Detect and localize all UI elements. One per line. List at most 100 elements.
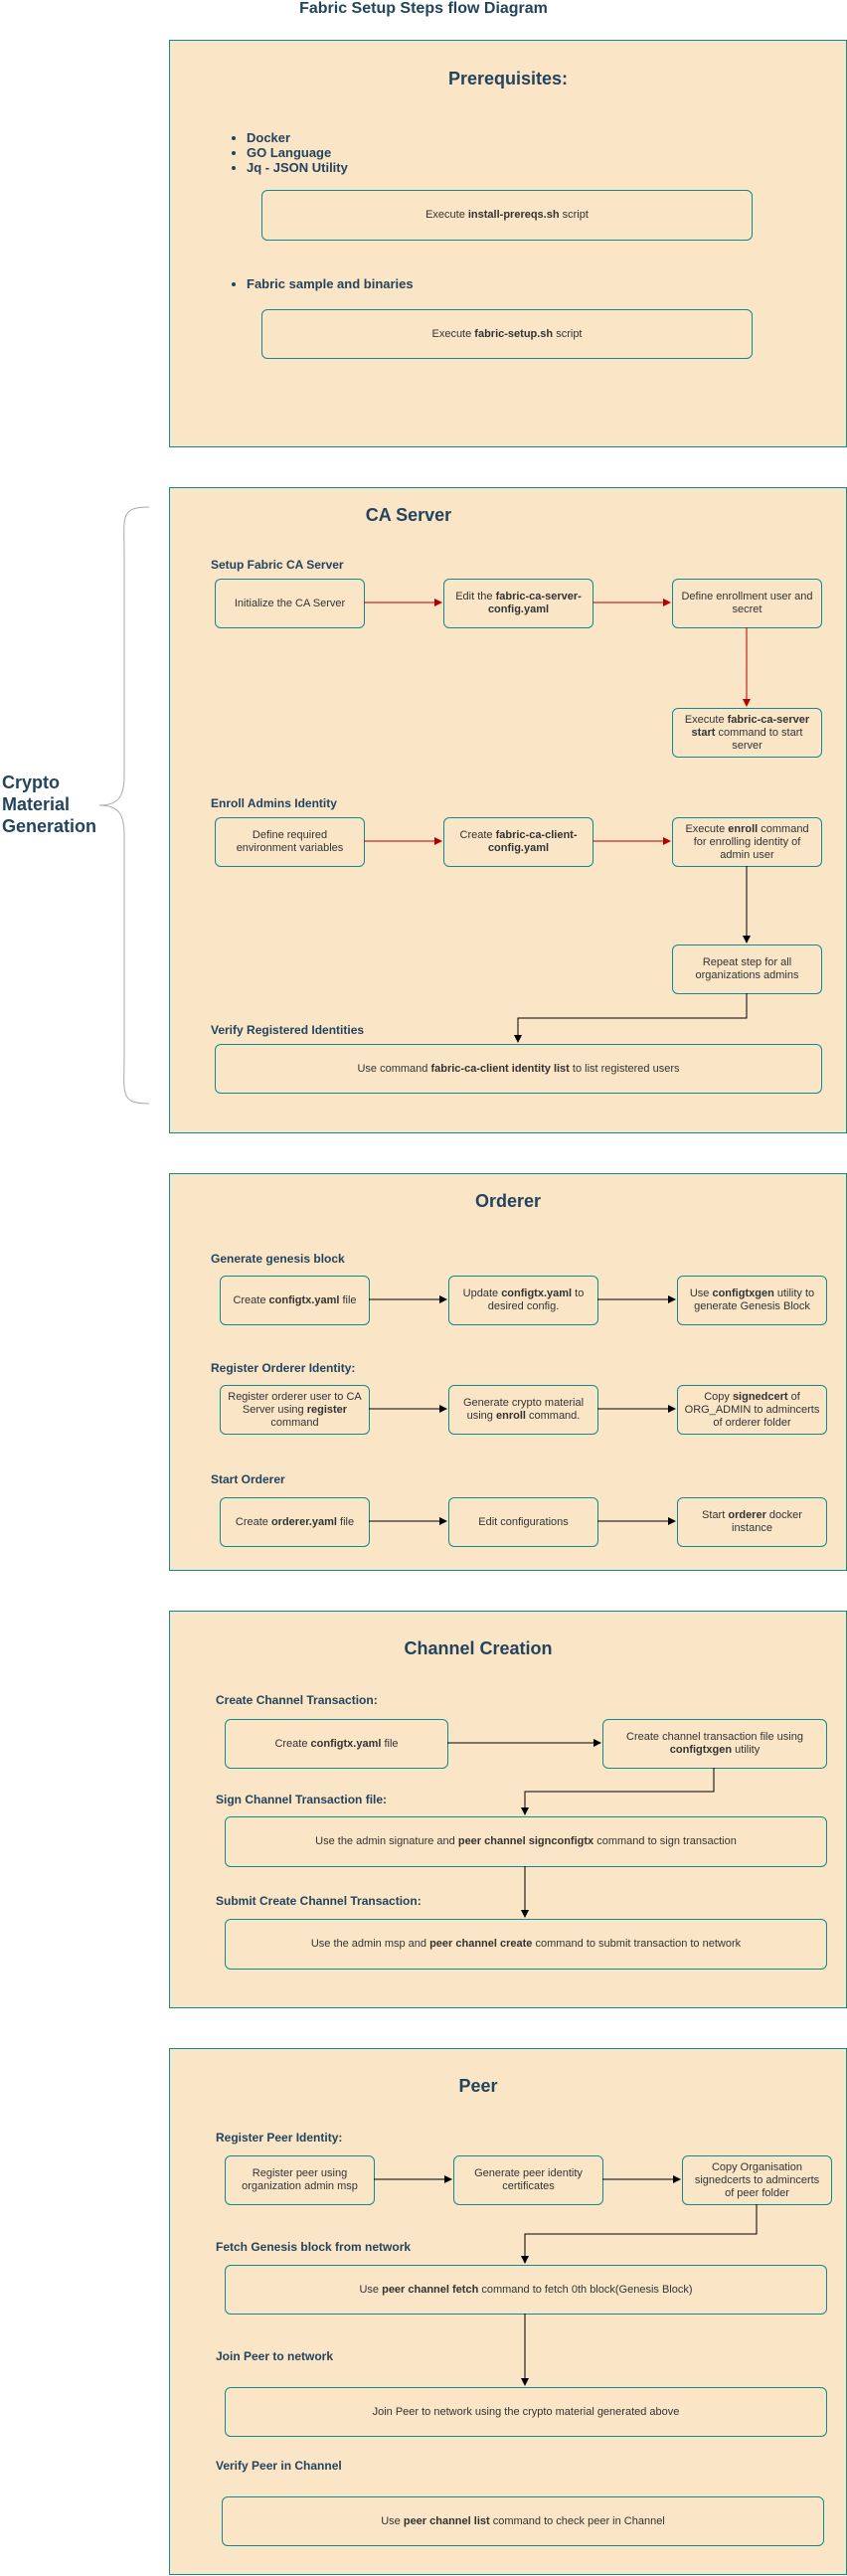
channel-creation-panel: Channel Creation Create Channel Transact…: [169, 1611, 847, 2008]
execute-fabric-setup-box: Execute fabric-setup.sh script: [261, 309, 753, 359]
text: Join Peer to network using the crypto ma…: [372, 2405, 680, 2418]
crypto-brace: [98, 506, 150, 1105]
orderer-title: Orderer: [474, 1191, 542, 1211]
text: Execute: [431, 327, 475, 340]
sign-channel-tx-box: Use the admin signature and peer channel…: [225, 1816, 827, 1867]
text: utility: [732, 1744, 761, 1756]
text: file: [381, 1737, 399, 1750]
text-bold: fabric-ca-client-config.yaml: [487, 829, 578, 854]
peer-panel: Peer Register Peer Identity: Register pe…: [169, 2048, 847, 2575]
update-configtx-box: Update configtx.yaml to desired config.: [448, 1276, 598, 1325]
text-bold: register: [306, 1403, 348, 1416]
text: Create channel transaction file using: [626, 1731, 803, 1743]
text: script: [559, 209, 589, 221]
setup-fabric-ca-label: Setup Fabric CA Server: [211, 558, 344, 572]
text: file: [337, 1515, 355, 1528]
generate-crypto-material-box: Generate crypto material using enroll co…: [448, 1385, 598, 1435]
prerequisites-panel: Prerequisites: Docker GO Language Jq - J…: [169, 40, 847, 447]
text-bold: peer channel create: [429, 1938, 533, 1950]
verify-identities-label: Verify Registered Identities: [211, 1023, 365, 1037]
edit-ca-server-config-box: Edit the fabric-ca-server-config.yaml: [443, 579, 593, 628]
text-bold: peer channel fetch: [382, 2283, 479, 2296]
bullet-go: GO Language: [247, 145, 348, 160]
generate-peer-certs-box: Generate peer identity certificates: [453, 2155, 603, 2205]
copy-signedcert-box: Copy signedcert of ORG_ADMIN to admincer…: [677, 1385, 827, 1435]
text-bold: enroll: [728, 822, 759, 835]
edit-configurations-box: Edit configurations: [448, 1497, 598, 1547]
text-bold: configtx.yaml: [501, 1288, 573, 1299]
bullet-docker: Docker: [247, 130, 348, 145]
enroll-admins-label: Enroll Admins Identity: [211, 796, 337, 810]
define-env-vars-box: Define required environment variables: [215, 817, 365, 867]
execute-enroll-box: Execute enroll command for enrolling ide…: [672, 817, 822, 867]
identity-list-box: Use command fabric-ca-client identity li…: [215, 1044, 822, 1094]
create-configtx-box: Create configtx.yaml file: [220, 1276, 370, 1325]
register-peer-box: Register peer using organization admin m…: [225, 2155, 375, 2205]
text-bold: configtxgen: [712, 1288, 774, 1299]
text-bold: fabric-setup.sh: [474, 327, 554, 340]
bullet-jq: Jq - JSON Utility: [247, 160, 348, 175]
register-orderer-label: Register Orderer Identity:: [211, 1361, 356, 1375]
ca-server-title: CA Server: [365, 505, 452, 525]
text-bold: peer channel signconfigtx: [457, 1835, 594, 1847]
text: to list registered users: [569, 1062, 680, 1075]
text: Register peer using organization admin m…: [242, 2167, 358, 2192]
text: Create: [235, 1515, 271, 1528]
text: Repeat step for all organizations admins: [695, 956, 799, 981]
use-configtxgen-box: Use configtxgen utility to generate Gene…: [677, 1276, 827, 1325]
text-bold: install-prereqs.sh: [467, 209, 560, 221]
text: command to submit transaction to network: [532, 1938, 742, 1950]
text: Execute: [425, 209, 468, 221]
ca-server-panel: CA Server Setup Fabric CA Server Initial…: [169, 487, 847, 1133]
text: Define enrollment user and secret: [681, 591, 813, 615]
initialize-ca-box: Initialize the CA Server: [215, 579, 365, 628]
text-bold: fabric-ca-client identity list: [430, 1062, 570, 1075]
copy-org-signedcerts-box: Copy Organisation signedcerts to admince…: [682, 2155, 832, 2205]
text: Use command: [357, 1062, 431, 1075]
text: Create: [459, 829, 496, 841]
bullet-fabric-samples: Fabric sample and binaries: [247, 276, 414, 291]
create-ca-client-config-box: Create fabric-ca-client-config.yaml: [443, 817, 593, 867]
text: Define required environment variables: [236, 829, 344, 854]
text: Edit configurations: [478, 1515, 569, 1528]
text: Initialize the CA Server: [234, 597, 346, 609]
channel-create-configtx-box: Create configtx.yaml file: [225, 1719, 448, 1769]
channel-creation-title: Channel Creation: [404, 1638, 553, 1658]
text: docker instance: [732, 1509, 802, 1534]
register-orderer-user-box: Register orderer user to CA Server using…: [220, 1385, 370, 1435]
text: Update: [462, 1288, 502, 1299]
text: file: [339, 1293, 357, 1306]
peer-channel-list-box: Use peer channel list command to check p…: [222, 2496, 824, 2546]
prerequisites-bullets-2: Fabric sample and binaries: [233, 276, 414, 291]
text: Execute: [685, 822, 729, 835]
verify-peer-label: Verify Peer in Channel: [216, 2459, 342, 2473]
sign-channel-tx-label: Sign Channel Transaction file:: [216, 1793, 388, 1806]
start-orderer-label: Start Orderer: [211, 1472, 285, 1486]
submit-channel-tx-box: Use the admin msp and peer channel creat…: [225, 1919, 827, 1970]
text: command to fetch 0th block(Genesis Block…: [478, 2283, 693, 2296]
text: of ORG_ADMIN to admincerts of orderer fo…: [684, 1390, 820, 1429]
text: command for enrolling identity of admin …: [693, 822, 809, 861]
text: Edit the: [455, 591, 496, 602]
text: Use: [359, 2283, 383, 2296]
text: Execute: [684, 713, 728, 726]
text: command to sign transaction: [593, 1835, 737, 1847]
join-peer-label: Join Peer to network: [216, 2349, 334, 2363]
text: Create: [274, 1737, 311, 1750]
text: to desired config.: [487, 1288, 585, 1312]
crypto-label-line3: Generation: [2, 816, 97, 836]
text: command to check peer in Channel: [489, 2514, 665, 2527]
text: Generate peer identity certificates: [474, 2167, 583, 2192]
submit-channel-tx-label: Submit Create Channel Transaction:: [216, 1894, 422, 1908]
text: Use the admin msp and: [310, 1938, 430, 1950]
text: script: [553, 327, 583, 340]
define-enrollment-user-box: Define enrollment user and secret: [672, 579, 822, 628]
text: Use: [689, 1288, 713, 1299]
join-peer-box: Join Peer to network using the crypto ma…: [225, 2387, 827, 2437]
peer-title: Peer: [458, 2076, 498, 2096]
orderer-panel: Orderer Generate genesis block Create co…: [169, 1173, 847, 1571]
diagram-title: Fabric Setup Steps flow Diagram: [299, 0, 548, 17]
text-bold: fabric-ca-server start: [691, 713, 810, 739]
repeat-for-admins-box: Repeat step for all organizations admins: [672, 945, 822, 994]
text-bold: peer channel list: [403, 2514, 490, 2527]
